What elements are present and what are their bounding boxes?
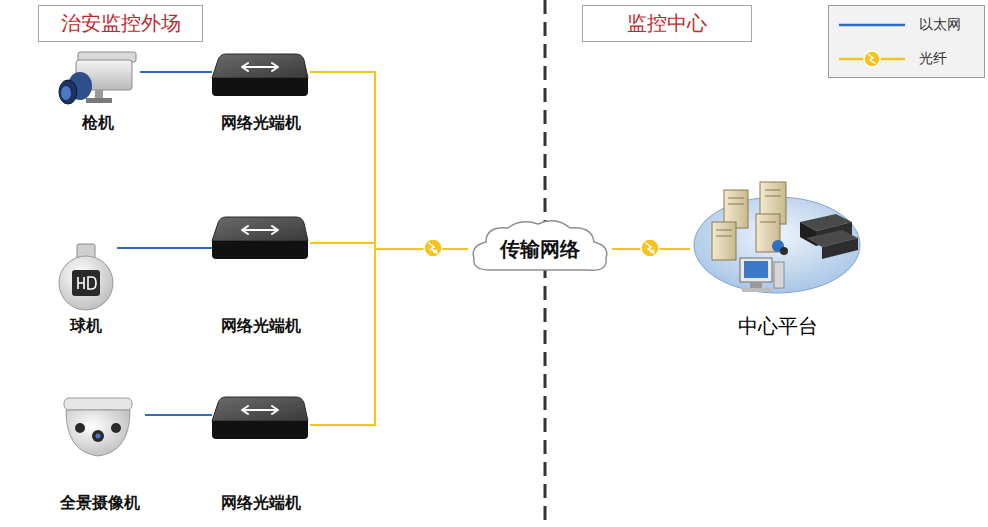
network-cloud: 传输网络	[468, 218, 612, 280]
drawing-part	[111, 423, 121, 433]
drawing-part	[774, 262, 784, 288]
drawing-part	[750, 282, 762, 288]
drawing-part	[728, 204, 744, 205]
drawing-part	[742, 288, 772, 292]
fiber-line	[310, 72, 468, 249]
region-title: 治安监控外场	[38, 5, 203, 42]
camera-node: 枪机	[55, 48, 140, 132]
legend-entry: 以太网	[835, 14, 980, 36]
drawing-part	[716, 236, 732, 237]
legend-label: 光纤	[919, 50, 947, 68]
node-label: 传输网络	[500, 236, 580, 263]
camera-node: 球机	[55, 238, 117, 335]
ethernet-line	[140, 71, 212, 73]
drawing-part	[744, 261, 768, 278]
panorama-camera-icon	[64, 398, 132, 456]
legend-box: 以太网光纤	[828, 5, 985, 78]
drawing-part	[765, 196, 781, 197]
drawing-part	[822, 238, 858, 259]
drawing-part	[716, 230, 732, 231]
drawing-part	[72, 270, 100, 296]
camera-node: 全景摄像机	[55, 392, 145, 512]
node-label: 网络光端机	[221, 114, 301, 132]
drawing-part	[78, 277, 96, 289]
bullet-camera-icon	[59, 52, 136, 104]
server-icon	[712, 182, 788, 260]
drawing-part	[712, 222, 736, 260]
drawing-part	[765, 190, 781, 191]
monitor-icon	[740, 258, 784, 292]
ethernet-line	[145, 414, 212, 416]
fiber-symbol	[864, 51, 880, 67]
legend-sample	[835, 14, 907, 36]
fiber-bolt	[868, 54, 876, 64]
node-label: 全景摄像机	[60, 494, 140, 512]
drawing-part	[59, 80, 77, 104]
drawing-part	[64, 398, 132, 410]
drawing-part	[75, 423, 85, 433]
storage-icon	[800, 214, 858, 259]
legend-entry: 光纤	[835, 48, 980, 70]
drawing-part	[800, 222, 816, 246]
platform-illustration	[694, 182, 860, 293]
drawing-part	[92, 430, 104, 442]
fiber-line	[310, 249, 468, 425]
drawing-part	[96, 434, 101, 439]
drawing-part	[760, 222, 776, 223]
drawing-part	[59, 256, 113, 310]
region-title: 监控中心	[582, 5, 752, 42]
optical-terminal-icon	[212, 54, 308, 96]
fiber-symbol	[641, 239, 659, 257]
drawing-part	[86, 98, 112, 103]
platform-node: 中心平台	[690, 180, 865, 337]
node-label: 网络光端机	[221, 317, 301, 335]
legend-sample	[835, 48, 907, 70]
terminal-node: 网络光端机	[212, 385, 310, 512]
drawing-part	[61, 86, 71, 100]
dome-camera-icon	[59, 244, 113, 310]
drawing-part	[728, 198, 744, 199]
legend-line	[839, 24, 905, 27]
optical-terminal-icon	[212, 217, 308, 259]
node-label: 球机	[70, 317, 102, 335]
fiber-symbol	[424, 239, 442, 257]
terminal-node: 网络光端机	[212, 205, 310, 335]
node-label: 枪机	[82, 114, 114, 132]
ethernet-line	[117, 247, 212, 249]
drawing-part	[780, 247, 788, 255]
node-label: 治安监控外场	[61, 10, 181, 37]
drawing-part	[740, 258, 772, 282]
optical-terminal-icon	[212, 397, 308, 439]
node-label: 网络光端机	[221, 494, 301, 512]
cloud-shape	[473, 221, 607, 270]
legend-label: 以太网	[919, 16, 961, 34]
node-label: 监控中心	[627, 10, 707, 37]
node-label: 中心平台	[738, 315, 818, 337]
drawing-part	[66, 410, 130, 456]
terminal-node: 网络光端机	[212, 42, 310, 132]
